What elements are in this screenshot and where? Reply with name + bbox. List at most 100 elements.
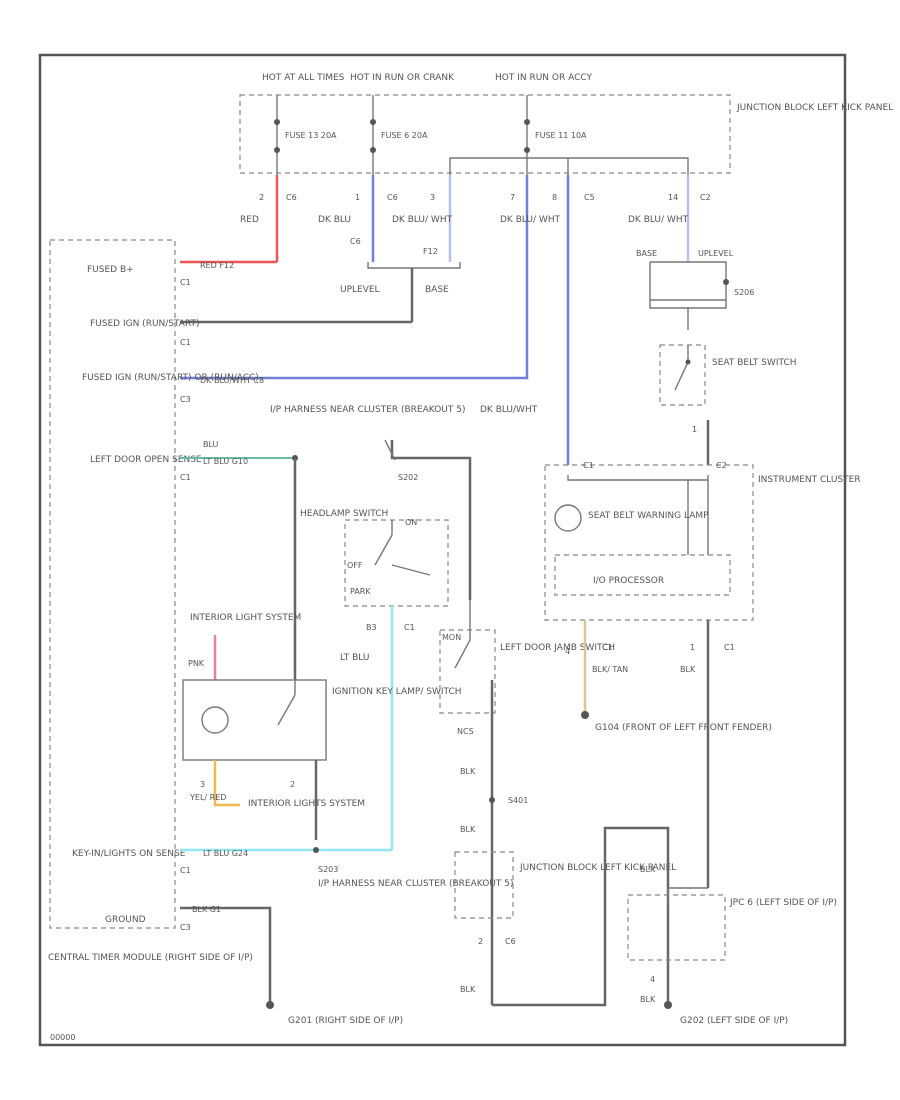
label-base: BASE xyxy=(425,285,449,295)
label-blk-tan: BLK/ TAN xyxy=(592,665,628,674)
sbs-blade xyxy=(674,361,689,391)
seat-belt-lamp-bulb xyxy=(554,504,582,532)
label-hot-in-run-crank: HOT IN RUN OR CRANK xyxy=(350,73,455,83)
conn-c1-f: C1 xyxy=(583,461,594,470)
label-blk-f: BLK xyxy=(640,995,656,1004)
label-blk-c: BLK xyxy=(460,985,476,994)
uplevel-base-brace xyxy=(367,262,461,269)
wire-ground xyxy=(180,906,272,1005)
fuse-c-bus xyxy=(449,157,689,175)
jpc-box xyxy=(627,894,726,961)
g202-dot xyxy=(664,1001,672,1009)
label-fused-ign-a: FUSED IGN (RUN/START) xyxy=(90,319,200,329)
s202-break xyxy=(384,439,396,461)
hs-blade1 xyxy=(374,534,393,566)
label-red-f12: RED F12 xyxy=(200,261,234,270)
ik-blade xyxy=(277,694,296,726)
fuse-b-dot1 xyxy=(370,119,376,125)
s203-dot xyxy=(313,847,319,853)
label-wire-c6: C6 xyxy=(350,237,361,246)
wire-yel-red xyxy=(213,760,240,807)
label-lt-blu: LT BLU xyxy=(340,653,369,663)
conn-c2: C2 xyxy=(700,193,711,202)
label-left-door-jamb: LEFT DOOR JAMB SWITCH xyxy=(500,643,615,653)
s401-dot xyxy=(489,797,495,803)
label-pin3-ik: 3 xyxy=(200,780,205,789)
conn-c6-b: C6 xyxy=(387,193,398,202)
conn-c1-b: C1 xyxy=(180,338,191,347)
label-hot-at-all-times: HOT AT ALL TIMES xyxy=(262,73,345,83)
conn-c1-c: C1 xyxy=(180,473,191,482)
label-s202: S202 xyxy=(398,473,418,482)
io-processor xyxy=(554,554,731,596)
label-wire-red: RED xyxy=(240,215,259,225)
label-blu: BLU xyxy=(203,440,219,449)
label-blk-b: BLK xyxy=(460,825,476,834)
label-g201: G201 (RIGHT SIDE OF I/P) xyxy=(288,1016,403,1026)
label-uplevel: UPLEVEL xyxy=(340,285,380,295)
conn-c1-d: C1 xyxy=(180,866,191,875)
label-wire-dkbluwht-d: DK BLU/ WHT xyxy=(628,215,689,225)
key-lamp-bulb xyxy=(201,706,229,734)
label-mon: MON xyxy=(442,633,461,642)
junction-block-top xyxy=(239,94,731,174)
pin-1-c6: 1 xyxy=(355,193,360,202)
label-fuse-b: FUSE 6 20A xyxy=(381,131,428,140)
label-pin2-jb: 2 xyxy=(478,937,483,946)
wire-s202 xyxy=(390,440,472,600)
label-s401: S401 xyxy=(508,796,528,805)
label-left-door: LEFT DOOR OPEN SENSE xyxy=(90,455,202,465)
label-ip-harness-a: I/P HARNESS NEAR CLUSTER (BREAKOUT 5) xyxy=(270,405,465,415)
pin-14: 14 xyxy=(668,193,678,202)
label-off: OFF xyxy=(347,561,363,570)
label-pin1-ic: 1 xyxy=(690,643,695,652)
label-fused-b: FUSED B+ xyxy=(87,265,134,275)
brace-bottom xyxy=(649,300,727,309)
label-on: ON xyxy=(405,518,417,527)
label-wire-f12: F12 xyxy=(423,247,438,256)
label-ltblu-g10: LT BLU G10 xyxy=(203,457,248,466)
pin-2-c6: 2 xyxy=(259,193,264,202)
label-fuse-c: FUSE 11 10A xyxy=(535,131,587,140)
label-pin4-b: 4 xyxy=(650,975,655,984)
pin-8: 8 xyxy=(552,193,557,202)
label-pnk: PNK xyxy=(188,659,205,668)
conn-c1-h: C1 xyxy=(724,643,735,652)
label-headlamp-switch: HEADLAMP SWITCH xyxy=(300,509,388,519)
label-code: 00000 xyxy=(50,1033,75,1042)
label-s206: S206 xyxy=(734,288,754,297)
label-seat-belt-lamp: SEAT BELT WARNING LAMP xyxy=(588,511,709,521)
cluster-top-bus xyxy=(567,475,709,481)
fuse-a-dot2 xyxy=(274,147,280,153)
conn-c1-a: C1 xyxy=(180,278,191,287)
label-ip-harness-b: I/P HARNESS NEAR CLUSTER (BREAKOUT 5) xyxy=(318,879,513,889)
conn-c1-g: C1 xyxy=(602,643,613,652)
label-dkbluwht-c8: DK BLU/WHT C8 xyxy=(200,376,264,385)
conn-c3-b: C3 xyxy=(180,923,191,932)
label-wire-dkbluwht-a: DK BLU/ WHT xyxy=(392,215,453,225)
label-uplevel2: UPLEVEL xyxy=(698,249,734,258)
g104-dot xyxy=(581,711,589,719)
label-pin1-sbs: 1 xyxy=(692,425,697,434)
label-interior-light-system: INTERIOR LIGHT SYSTEM xyxy=(190,613,301,623)
diagram-border xyxy=(38,53,847,1047)
label-base2: BASE xyxy=(636,249,657,258)
label-wire-dkbluwht-c: DK BLU/WHT xyxy=(480,405,538,415)
label-blk-e: BLK xyxy=(640,865,656,874)
fuse-b-dot2 xyxy=(370,147,376,153)
label-ground: GROUND xyxy=(105,915,146,925)
label-ltblu-g24: LT BLU G24 xyxy=(203,849,248,858)
jpc-top xyxy=(667,887,708,905)
instrument-cluster xyxy=(544,464,754,621)
conn-c2-b: C2 xyxy=(716,461,727,470)
s206-dot xyxy=(723,279,729,285)
pin-7: 7 xyxy=(510,193,515,202)
label-b3: B3 xyxy=(366,623,377,632)
fuse-a-dot1 xyxy=(274,119,280,125)
label-pin4-a: 4 xyxy=(565,647,570,656)
base-uplevel-box xyxy=(649,261,727,301)
label-blk-d: BLK xyxy=(680,665,696,674)
label-yel-red: YEL/ RED xyxy=(189,793,226,802)
label-g202: G202 (LEFT SIDE OF I/P) xyxy=(680,1016,788,1026)
ignition-key-lamp-box xyxy=(182,679,327,761)
